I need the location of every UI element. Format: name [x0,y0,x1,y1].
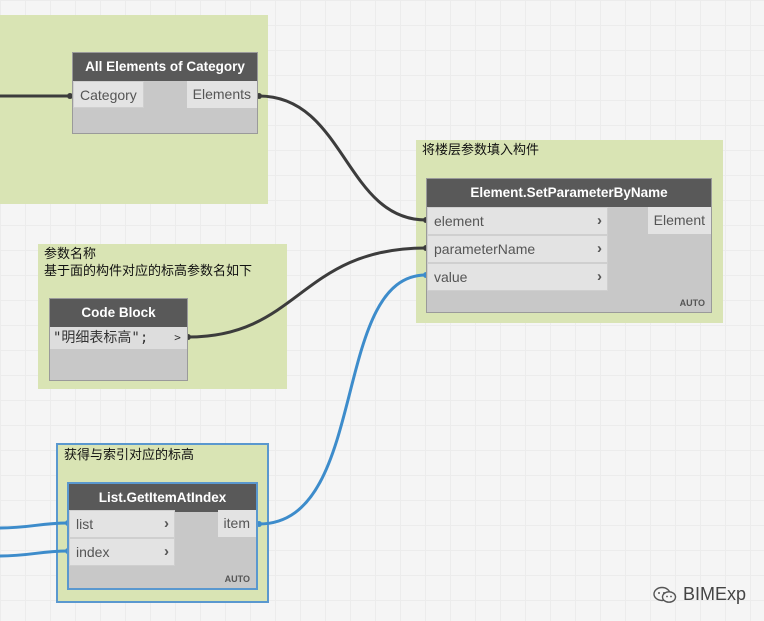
output-marker: > [174,331,181,344]
wire-item-to-value[interactable] [258,273,427,526]
port-label: Element [653,212,705,228]
chevron-right-icon: › [597,240,602,257]
group-title: 将楼层参数填入构件 [422,143,540,158]
code-text: "明细表标高"; [53,330,149,346]
node-code-block[interactable]: Code Block "明细表标高"; > [49,298,188,381]
watermark-text: BIMExp [682,584,746,604]
node-element-setparameterbyname[interactable]: Element.SetParameterByName element › par… [426,178,712,313]
output-port-elements[interactable]: Elements [186,81,257,108]
node-title: Code Block [50,299,187,327]
output-port-element[interactable]: Element [647,207,711,234]
port-label: list [76,516,94,532]
code-block-text[interactable]: "明细表标高"; [50,327,169,349]
chevron-right-icon: › [164,543,169,560]
port-label: index [76,544,110,560]
watermark: BIMExp [653,584,746,605]
wire-index-input[interactable] [0,549,69,558]
input-port-value[interactable]: value › [427,263,608,291]
wire-elements-to-element[interactable] [258,94,427,222]
node-title: List.GetItemAtIndex [69,484,256,512]
wechat-icon [653,586,677,603]
chevron-right-icon: › [164,515,169,532]
wire-list-input[interactable] [0,521,69,530]
chevron-right-icon: › [597,212,602,229]
lacing-label[interactable]: AUTO [679,298,705,308]
group-title: 参数名称 基于面的构件对应的标高参数名如下 [44,247,253,279]
input-port-parametername[interactable]: parameterName › [427,235,608,263]
input-port-list[interactable]: list › [69,510,175,538]
output-port-code[interactable]: > [168,327,187,349]
node-title: All Elements of Category [73,53,257,81]
port-label: Category [80,87,137,103]
node-all-elements-of-category[interactable]: All Elements of Category Category Elemen… [72,52,258,134]
input-port-index[interactable]: index › [69,538,175,566]
node-title: Element.SetParameterByName [427,179,711,207]
port-label: item [223,515,250,531]
lacing-label[interactable]: AUTO [224,574,250,584]
group-title: 获得与索引对应的标高 [64,448,195,463]
port-label: Elements [192,86,251,102]
port-label: parameterName [434,241,536,257]
output-port-item[interactable]: item [217,510,256,537]
input-port-element[interactable]: element › [427,207,608,235]
chevron-right-icon: › [597,268,602,285]
port-label: value [434,269,468,285]
wire-code-to-parametername[interactable] [187,246,427,339]
port-label: element [434,213,484,229]
input-port-category[interactable]: Category [73,81,144,108]
node-list-getitematindex[interactable]: List.GetItemAtIndex list › index › item … [67,482,258,590]
